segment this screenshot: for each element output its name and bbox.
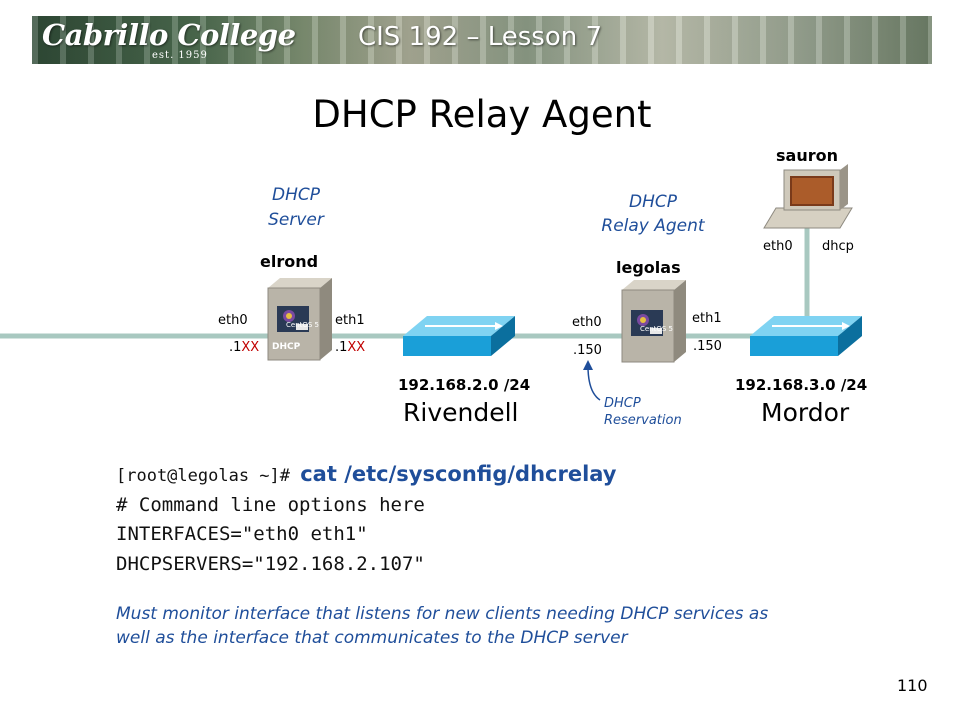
legolas-eth0-address: .150 [573,343,602,358]
server-elrond-icon [267,278,332,361]
elrond-eth1-label: eth1 [335,313,365,328]
dhcp-server-label: DHCP Server [268,185,324,230]
terminal-command: cat /etc/sysconfig/dhcrelay [300,462,617,486]
terminal-line: # Command line options here [116,494,425,516]
dhcp-reservation-note: DHCP Reservation [604,396,682,428]
elrond-dhcp-badge: DHCP [272,342,301,352]
terminal-prompt: [root@legolas ~]# [116,466,301,486]
workstation-sauron-icon [763,164,853,229]
mordor-subnet: 192.168.3.0 /24 [735,376,868,394]
legolas-os-label: CentOS 5 [640,325,674,333]
explanation-note: Must monitor interface that listens for … [116,604,769,648]
legolas-eth1-address: .150 [693,339,722,354]
sauron-dhcp-label: dhcp [822,239,854,254]
elrond-eth0-label: eth0 [218,313,248,328]
sauron-eth0-label: eth0 [763,239,793,254]
college-logo-est: est. 1959 [152,50,208,61]
college-logo: Cabrillo College [42,18,296,52]
terminal-line: INTERFACES="eth0 eth1" [116,523,368,545]
page-number: 110 [897,676,928,695]
lesson-title: CIS 192 – Lesson 7 [357,22,603,52]
host-legolas-name: legolas [616,258,681,277]
server-legolas-icon [621,280,686,363]
rivendell-name: Rivendell [403,398,519,427]
switch-rivendell-icon [403,316,515,356]
mordor-name: Mordor [761,398,850,427]
dhcp-relay-agent-label: DHCP Relay Agent [601,192,705,236]
slide-title: DHCP Relay Agent [312,93,652,136]
banner-photo [32,16,932,64]
header-banner: Cabrillo College est. 1959 [32,16,932,64]
elrond-eth0-address: .1XX [229,340,260,355]
terminal-command-line: [root@legolas ~]# cat /etc/sysconfig/dhc… [116,462,617,486]
elrond-eth1-address: .1XX [335,340,366,355]
host-elrond-name: elrond [260,252,319,271]
legolas-eth0-label: eth0 [572,315,602,330]
legolas-eth1-label: eth1 [692,311,722,326]
reservation-arrowhead [583,360,593,370]
elrond-os-label: CentOS 5 [286,321,320,329]
terminal-line: DHCPSERVERS="192.168.2.107" [116,553,425,575]
switch-mordor-icon [750,316,862,356]
host-sauron-name: sauron [776,146,838,165]
reservation-arrow [587,365,601,401]
rivendell-subnet: 192.168.2.0 /24 [398,376,531,394]
